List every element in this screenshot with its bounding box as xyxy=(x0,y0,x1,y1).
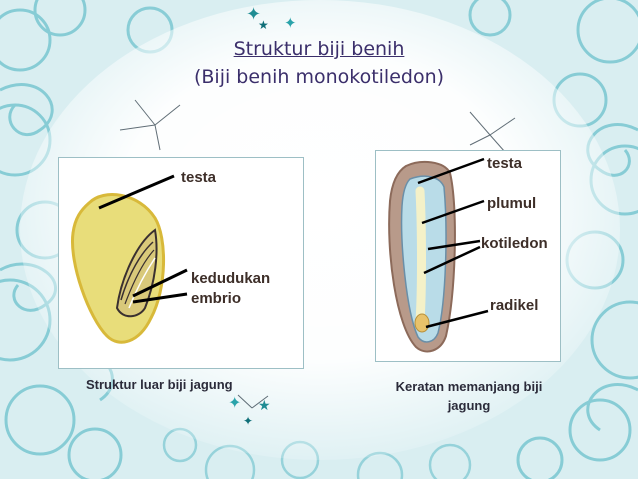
label-kotiledon: kotiledon xyxy=(481,235,548,252)
caption-left-figure: Struktur luar biji jagung xyxy=(86,377,233,392)
slide-subtitle: (Biji benih monokotiledon) xyxy=(0,66,638,88)
star-icon: ★ xyxy=(258,18,269,32)
star-icon: ✦ xyxy=(243,414,253,428)
left-figure-panel: testa kedudukan embrio xyxy=(58,157,304,369)
star-icon: ★ xyxy=(258,398,271,414)
label-plumul: plumul xyxy=(487,195,536,212)
label-kedudukan: kedudukan xyxy=(191,270,270,287)
label-embrio: embrio xyxy=(191,290,241,307)
corn-seed-section-illustration xyxy=(376,151,560,361)
slide-title: Struktur biji benih xyxy=(0,38,638,60)
caption-right-figure: Keratan memanjang biji jagung xyxy=(378,377,560,415)
star-icon: ✦ xyxy=(228,393,241,412)
right-figure-panel: testa plumul kotiledon radikel xyxy=(375,150,561,362)
star-icon: ✦ xyxy=(284,14,297,32)
label-testa-left: testa xyxy=(181,169,216,186)
label-radikel: radikel xyxy=(490,297,538,314)
label-testa-right: testa xyxy=(487,155,522,172)
corn-seed-external-illustration xyxy=(59,158,303,368)
